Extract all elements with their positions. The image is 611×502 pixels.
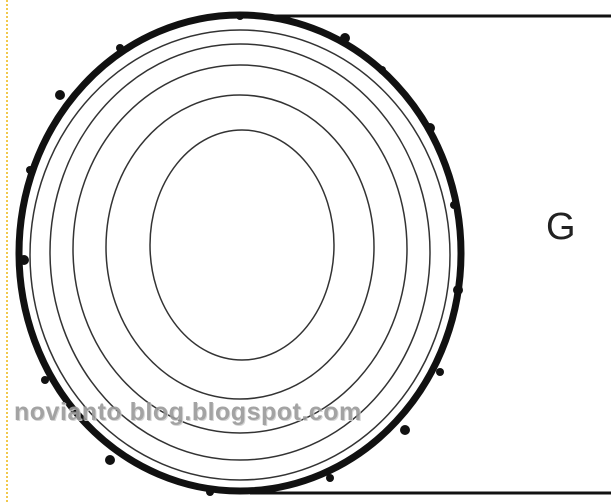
watermark-text: novianto blog.blogspot.com bbox=[14, 398, 362, 427]
diagram-label: G bbox=[546, 208, 576, 246]
